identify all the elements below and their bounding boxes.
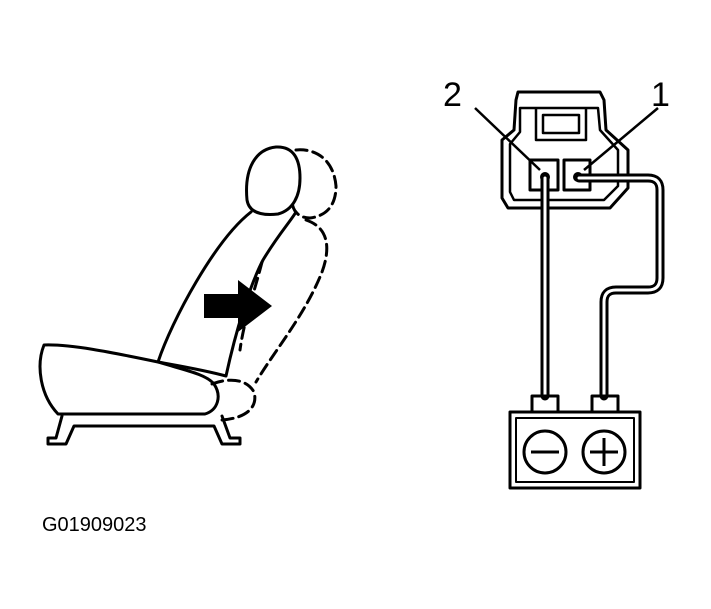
figure-id-label: G01909023 [42,514,147,536]
seat-outline-icon [38,145,302,446]
arrow-right-icon [204,280,272,332]
battery-icon [508,394,642,490]
test-leads [540,173,665,401]
label-leaders [474,107,659,171]
terminal-1-label: 1 [651,76,670,114]
seat-dashed-outline-icon [210,148,338,422]
minus-circle-icon [522,429,568,475]
terminal-2-label: 2 [443,76,462,114]
plus-circle-icon [581,429,627,475]
